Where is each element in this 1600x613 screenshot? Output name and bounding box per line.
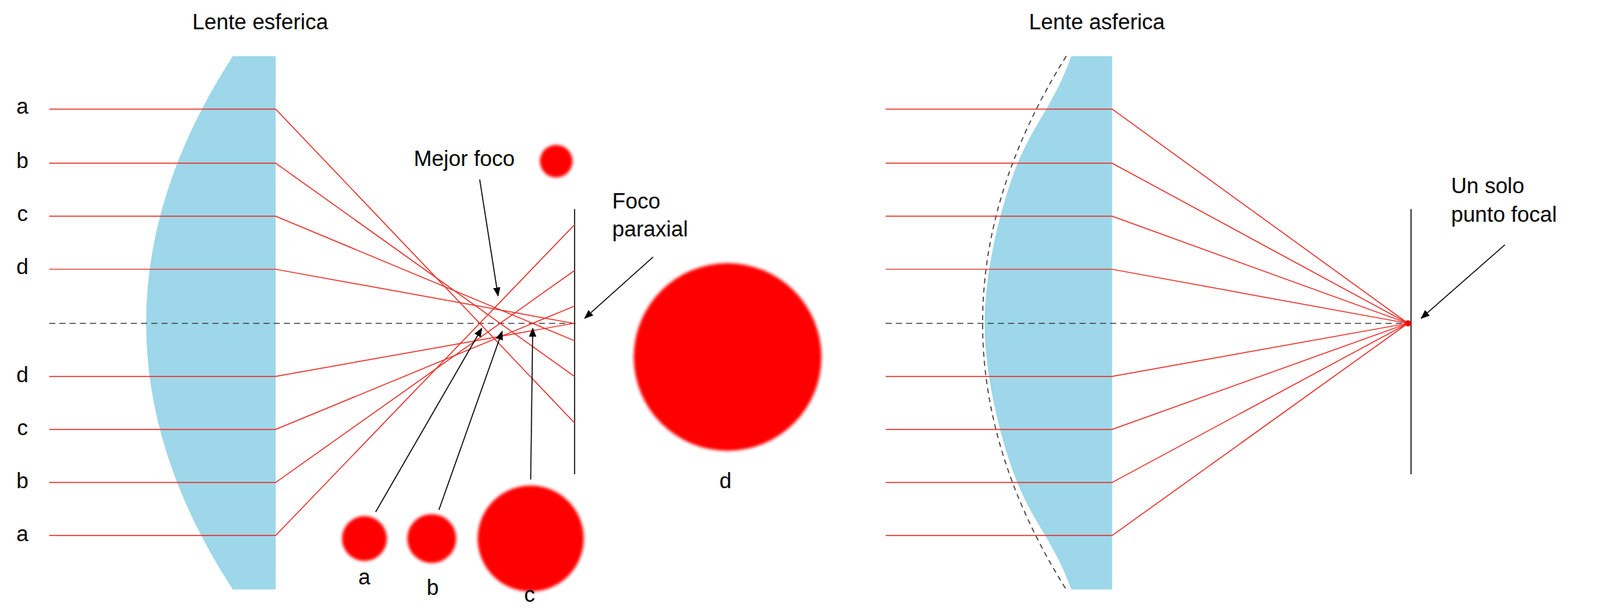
light-rays — [49, 108, 1409, 535]
light-ray — [49, 224, 575, 536]
light-ray — [885, 323, 1409, 483]
focus-spots — [341, 145, 821, 593]
ray-label: c — [16, 414, 28, 443]
callout-label: Mejor foco — [413, 145, 515, 173]
ray-label: b — [16, 467, 29, 496]
ray-label: a — [16, 520, 29, 549]
light-ray — [885, 323, 1409, 430]
spot-label: c — [524, 580, 536, 609]
ray-label: d — [16, 253, 29, 282]
light-ray — [49, 306, 575, 430]
spot-label: b — [426, 574, 439, 602]
ray-label: b — [16, 147, 29, 176]
ray-label: c — [16, 200, 28, 229]
optical-axis — [885, 322, 1411, 324]
light-ray — [49, 270, 575, 483]
leader-lines — [375, 179, 1506, 512]
light-ray — [885, 323, 1409, 377]
optical-axis — [49, 322, 577, 324]
light-ray — [885, 216, 1409, 324]
spot-label: d — [719, 467, 732, 496]
light-ray — [885, 163, 1409, 324]
light-ray — [49, 108, 575, 423]
light-ray — [885, 269, 1409, 324]
callout-label: Foco paraxial — [612, 187, 707, 245]
focal-point — [1404, 320, 1411, 327]
light-ray — [49, 163, 575, 377]
ray-label: a — [16, 92, 29, 121]
focal-plane — [1410, 209, 1411, 475]
light-ray — [885, 108, 1409, 323]
focal-plane — [574, 209, 575, 475]
spot-label: a — [358, 563, 371, 592]
light-ray — [49, 269, 575, 324]
ray-label: d — [16, 361, 29, 390]
light-ray — [885, 323, 1409, 536]
lens-title: Lente asferica — [1028, 8, 1165, 37]
callout-label: Un solo punto focal — [1450, 172, 1573, 229]
lens-title: Lente esferica — [192, 8, 329, 37]
